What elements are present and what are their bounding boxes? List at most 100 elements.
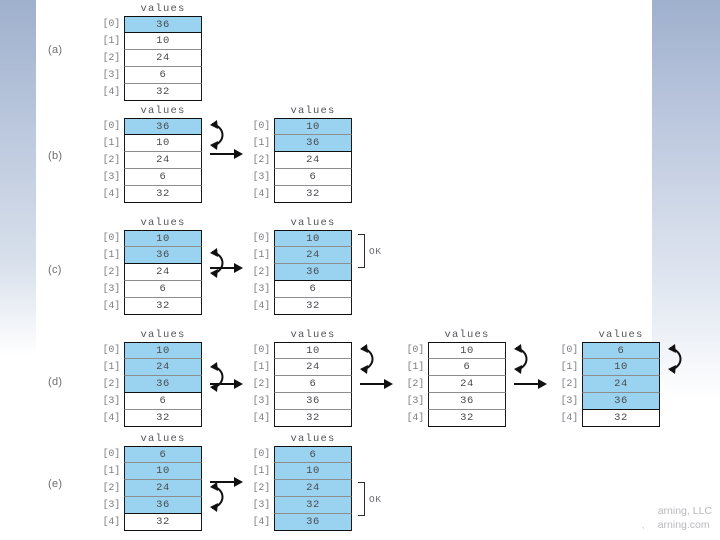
array-cell-row: [1]36 [98,247,202,264]
array-index-label: [1] [102,362,121,373]
array-cell-value: 10 [274,463,352,480]
array-cell-row: [2]24 [98,264,202,281]
array-caption: values [290,217,336,229]
array-table: values[0]10[1]24[2]6[3]36[4]32 [248,328,352,427]
transition-arrow [514,378,548,390]
array-cell-row: [4]32 [248,298,352,315]
array-cell-value: 10 [124,463,202,480]
array-index-label: [2] [252,483,271,494]
array-cell-row: [1]10 [556,359,660,376]
array-cell-value: 32 [124,410,202,427]
array-body: [0]10[1]6[2]24[3]36[4]32 [402,342,506,427]
array-index-label: [1] [252,250,271,261]
array-index-label: [0] [252,233,271,244]
array-cell-row: [2]24 [248,480,352,497]
array-index-label: [4] [252,413,271,424]
transition-arrow [360,378,394,390]
array-index-label: [1] [252,466,271,477]
array-cell-value: 24 [124,359,202,376]
footer-line-1: arning, LLC [657,505,712,517]
array-cell-value: 36 [124,247,202,264]
array-cell-value: 6 [124,169,202,186]
transition-arrow [210,378,244,390]
array-cell-value: 6 [124,281,202,298]
array-cell-value: 36 [274,393,352,410]
array-index-label: [4] [252,189,271,200]
bracket-shape [358,234,365,268]
array-index-label: [2] [252,267,271,278]
array-index-label: [2] [102,267,121,278]
array-index-label: [3] [252,284,271,295]
array-caption: values [444,329,490,341]
array-cell-value: 24 [124,152,202,169]
array-index-label: [1] [560,362,579,373]
step-label: (b) [48,150,63,162]
array-cell-row: [4]32 [402,410,506,427]
array-table: values[0]6[1]10[2]24[3]36[4]32 [556,328,660,427]
swap-arrow-icon [206,246,232,280]
swap-arrow-icon [510,342,536,376]
array-cell-row: [2]24 [556,376,660,393]
array-cell-value: 24 [124,264,202,281]
swap-arrow-icon [206,480,232,514]
array-cell-row: [2]24 [98,480,202,497]
array-cell-value: 6 [274,446,352,463]
array-cell-row: [2]24 [402,376,506,393]
array-index-label: [3] [252,172,271,183]
array-cell-row: [0]10 [98,342,202,359]
array-body: [0]36[1]10[2]24[3]6[4]32 [98,118,202,203]
array-cell-value: 10 [124,135,202,152]
array-cell-row: [3]6 [248,169,352,186]
array-cell-value: 32 [274,186,352,203]
array-cell-row: [1]6 [402,359,506,376]
array-index-label: [4] [102,87,121,98]
array-table: values[0]10[1]6[2]24[3]36[4]32 [402,328,506,427]
ok-bracket: OK [358,482,381,516]
transition-arrow [210,148,244,160]
ok-bracket: OK [358,234,381,268]
swap-arrow-icon [356,342,382,376]
array-cell-value: 24 [582,376,660,393]
array-index-label: [4] [252,517,271,528]
array-table: values[0]36[1]10[2]24[3]6[4]32 [98,104,202,203]
array-index-label: [2] [252,155,271,166]
array-cell-value: 10 [274,118,352,135]
array-index-label: [2] [102,155,121,166]
array-index-label: [4] [102,301,121,312]
array-index-label: [3] [252,500,271,511]
array-cell-value: 10 [124,33,202,50]
array-cell-row: [1]24 [98,359,202,376]
array-cell-value: 32 [274,298,352,315]
array-cell-row: [3]36 [98,497,202,514]
array-index-label: [0] [102,19,121,30]
array-cell-value: 10 [582,359,660,376]
array-index-label: [0] [102,345,121,356]
array-index-label: [3] [102,396,121,407]
array-caption: values [290,433,336,445]
array-index-label: [2] [560,379,579,390]
array-cell-value: 10 [274,230,352,247]
array-cell-row: [4]32 [98,84,202,101]
array-cell-row: [0]10 [402,342,506,359]
array-index-label: [0] [252,345,271,356]
array-cell-value: 32 [274,410,352,427]
array-cell-row: [1]10 [248,463,352,480]
array-table: values[0]10[1]36[2]24[3]6[4]32 [248,104,352,203]
array-cell-row: [2]24 [98,50,202,67]
transition-arrow [210,476,244,488]
array-cell-value: 36 [274,514,352,531]
array-cell-value: 6 [428,359,506,376]
array-cell-row: [4]32 [248,186,352,203]
array-body: [0]10[1]24[2]6[3]36[4]32 [248,342,352,427]
array-table: values[0]10[1]24[2]36[3]6[4]32 [98,328,202,427]
array-cell-row: [0]6 [556,342,660,359]
array-cell-row: [3]36 [556,393,660,410]
array-cell-value: 24 [124,50,202,67]
array-index-label: [0] [252,121,271,132]
array-cell-value: 36 [124,497,202,514]
footer-line-2-text: arning.com [657,519,710,531]
array-cell-value: 10 [274,342,352,359]
